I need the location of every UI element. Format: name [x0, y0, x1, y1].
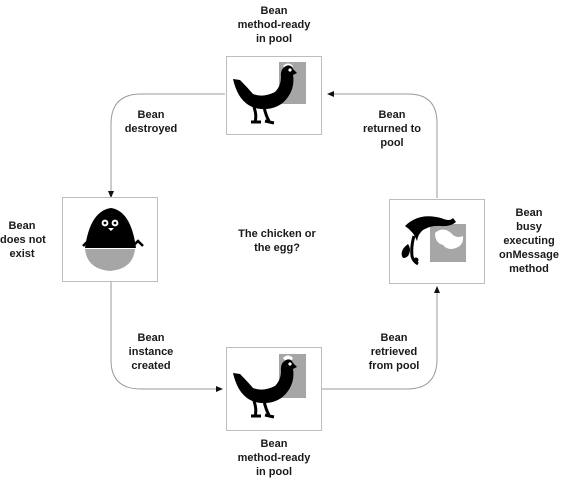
transition-label-returned: Bean returned to pool: [352, 108, 432, 150]
label-line: Bean: [515, 207, 543, 219]
label-line: exist: [9, 248, 35, 260]
label-line: in pool: [255, 33, 293, 45]
transition-label-retrieved: Bean retrieved from pool: [354, 331, 434, 373]
label-line: instance: [128, 346, 174, 358]
transition-label-destroyed: Bean destroyed: [116, 108, 186, 136]
state-box-top: [226, 56, 322, 135]
label-line: busy: [516, 221, 542, 233]
state-label-left: Bean does not exist: [0, 219, 46, 261]
label-line: Bean: [137, 109, 165, 121]
created-arrow: [110, 282, 223, 392]
label-line: returned to: [362, 123, 422, 135]
label-line: Bean: [260, 438, 288, 450]
retrieved-arrow: [322, 286, 440, 390]
state-label-right: Bean busy executing onMessage method: [490, 206, 568, 276]
center-question: The chicken or the egg?: [222, 227, 332, 255]
state-box-bottom: [226, 347, 322, 431]
label-line: Bean: [260, 5, 288, 17]
transition-label-created: Bean instance created: [116, 331, 186, 373]
label-line: the egg?: [254, 242, 300, 254]
label-line: onMessage: [499, 249, 559, 261]
chicken-icon: [233, 62, 306, 125]
state-label-bottom: Bean method-ready in pool: [224, 437, 324, 479]
label-line: created: [131, 360, 171, 372]
chicken-pecking-icon: [401, 216, 466, 266]
label-line: Bean: [8, 220, 36, 232]
chicken-icon: [233, 354, 306, 419]
label-line: Bean: [380, 332, 408, 344]
label-line: does not: [0, 234, 46, 246]
label-line: Bean: [378, 109, 406, 121]
label-line: from pool: [368, 360, 420, 372]
label-line: The chicken or: [238, 228, 316, 240]
label-line: method-ready: [237, 452, 311, 464]
returned-arrow: [327, 91, 438, 198]
label-line: in pool: [255, 466, 293, 478]
label-line: retrieved: [370, 346, 418, 358]
state-label-top: Bean method-ready in pool: [224, 4, 324, 46]
state-box-right: [389, 199, 485, 284]
label-line: pool: [380, 137, 404, 149]
label-line: Bean: [137, 332, 165, 344]
label-line: method-ready: [237, 19, 311, 31]
label-line: executing: [503, 235, 555, 247]
label-line: method: [509, 263, 549, 275]
destroyed-arrow: [108, 93, 225, 198]
state-box-left: [62, 197, 158, 282]
chick-in-egg-icon: [82, 208, 144, 271]
label-line: destroyed: [124, 123, 178, 135]
